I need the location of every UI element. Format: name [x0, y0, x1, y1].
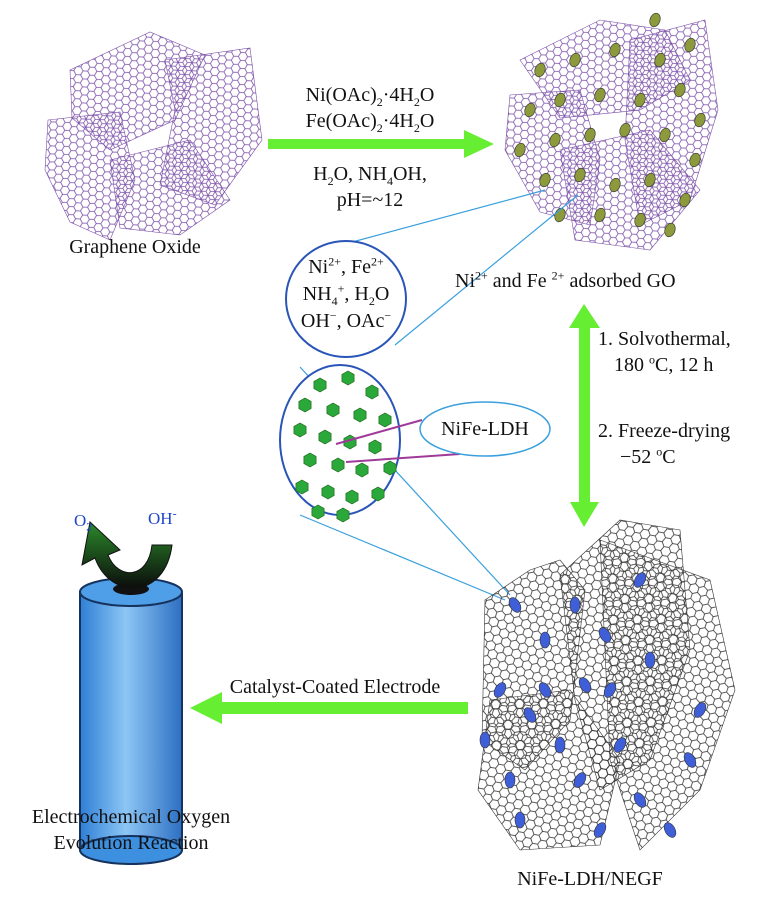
reagent-ni-acetate: Ni(OAc)2·4H2O	[275, 84, 465, 106]
step2-freeze-drying: 2. Freeze-drying	[598, 420, 730, 442]
o2-label: O2	[74, 510, 92, 532]
oer-caption-line-1: Electrochemical Oxygen	[0, 806, 262, 828]
ldh-callout-label: NiFe-LDH	[420, 418, 550, 440]
step1-conditions-solvent: H2O, NH4OH,	[275, 163, 465, 185]
reagent-fe-acetate: Fe(OAc)2·4H2O	[275, 110, 465, 132]
ldh-zoom-callout	[280, 365, 550, 600]
graphene-oxide-label: Graphene Oxide	[20, 236, 250, 258]
step2-freeze-temperature: −52 oC	[620, 446, 676, 468]
step1-conditions-ph: pH=~12	[275, 189, 465, 211]
adsorbed-go-illustration	[505, 12, 718, 250]
ion-line-3: OH−, OAc−	[286, 310, 406, 332]
ion-line-1: Ni2+, Fe2+	[286, 256, 406, 278]
graphene-oxide-illustration	[45, 32, 262, 240]
step2-solvothermal-conditions: 180 oC, 12 h	[614, 354, 713, 376]
oer-caption-line-2: Evolution Reaction	[0, 832, 262, 854]
ion-line-2: NH4+, H2O	[286, 283, 406, 305]
catalyst-electrode-label: Catalyst-Coated Electrode	[200, 676, 470, 698]
product-label: NiFe-LDH/NEGF	[470, 868, 710, 890]
oh-label: OH-	[148, 508, 177, 530]
negf-illustration	[478, 520, 735, 850]
step2-solvothermal: 1. Solvothermal,	[598, 328, 731, 350]
arrow-step2	[569, 304, 600, 527]
adsorbed-go-label: Ni2+ and Fe 2+ adsorbed GO	[455, 270, 676, 292]
